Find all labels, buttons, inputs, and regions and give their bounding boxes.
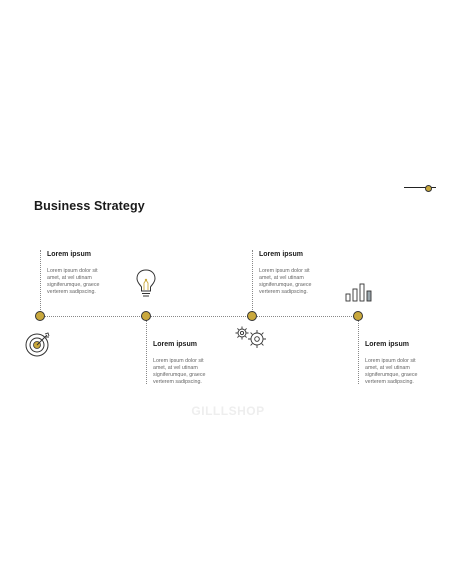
corner-decoration-line (404, 187, 436, 188)
bar-chart-icon (345, 283, 372, 302)
slide-title: Business Strategy (34, 199, 145, 213)
target-icon (25, 332, 50, 357)
step-4-text: Lorem ipsum dolor sit amet, at vel utina… (365, 358, 418, 385)
step-3-title: Lorem ipsum (259, 251, 303, 258)
lightbulb-icon (136, 269, 156, 297)
gears-icon (235, 326, 266, 348)
step-1-title: Lorem ipsum (47, 251, 91, 258)
step-2-text: Lorem ipsum dolor sit amet, at vel utina… (153, 358, 206, 385)
step-2-title: Lorem ipsum (153, 341, 197, 348)
timeline-node-4 (353, 311, 363, 321)
step-1-text: Lorem ipsum dolor sit amet, at vel utina… (47, 268, 100, 295)
step-3-connector (252, 250, 253, 312)
step-2-connector (146, 320, 147, 384)
step-1-connector (40, 250, 41, 312)
timeline-node-1 (35, 311, 45, 321)
timeline-node-2 (141, 311, 151, 321)
watermark: GILLLSHOP (191, 404, 265, 418)
timeline-node-3 (247, 311, 257, 321)
step-4-title: Lorem ipsum (365, 341, 409, 348)
step-4-connector (358, 320, 359, 384)
timeline-line (40, 316, 358, 317)
step-3-text: Lorem ipsum dolor sit amet, at vel utina… (259, 268, 312, 295)
corner-decoration-dot (425, 185, 432, 192)
